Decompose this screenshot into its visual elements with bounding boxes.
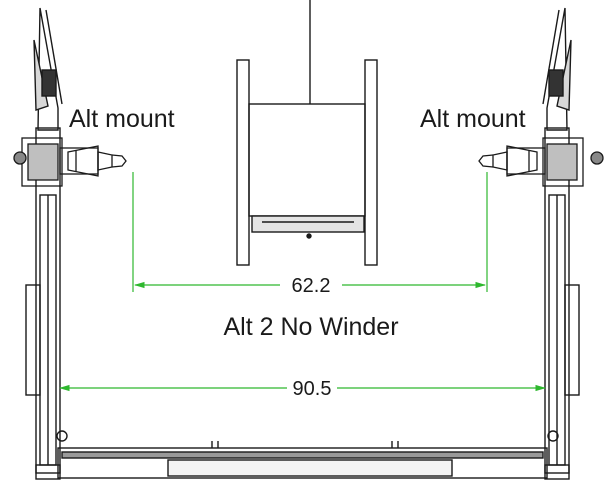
right-frame [542, 7, 580, 480]
right-alt-mount [478, 137, 604, 187]
alt-mount-left-label: Alt mount [69, 105, 175, 133]
bottom-cross-member [57, 441, 548, 479]
left-frame [25, 7, 68, 480]
dimension-inner [132, 172, 488, 292]
left-alt-mount [13, 137, 127, 187]
alt-mount-right-label: Alt mount [420, 105, 526, 133]
outer-width-label: 90.5 [293, 378, 332, 400]
config-title: Alt 2 No Winder [223, 313, 398, 341]
center-reel [236, 0, 378, 266]
inner-width-label: 62.2 [292, 275, 331, 297]
